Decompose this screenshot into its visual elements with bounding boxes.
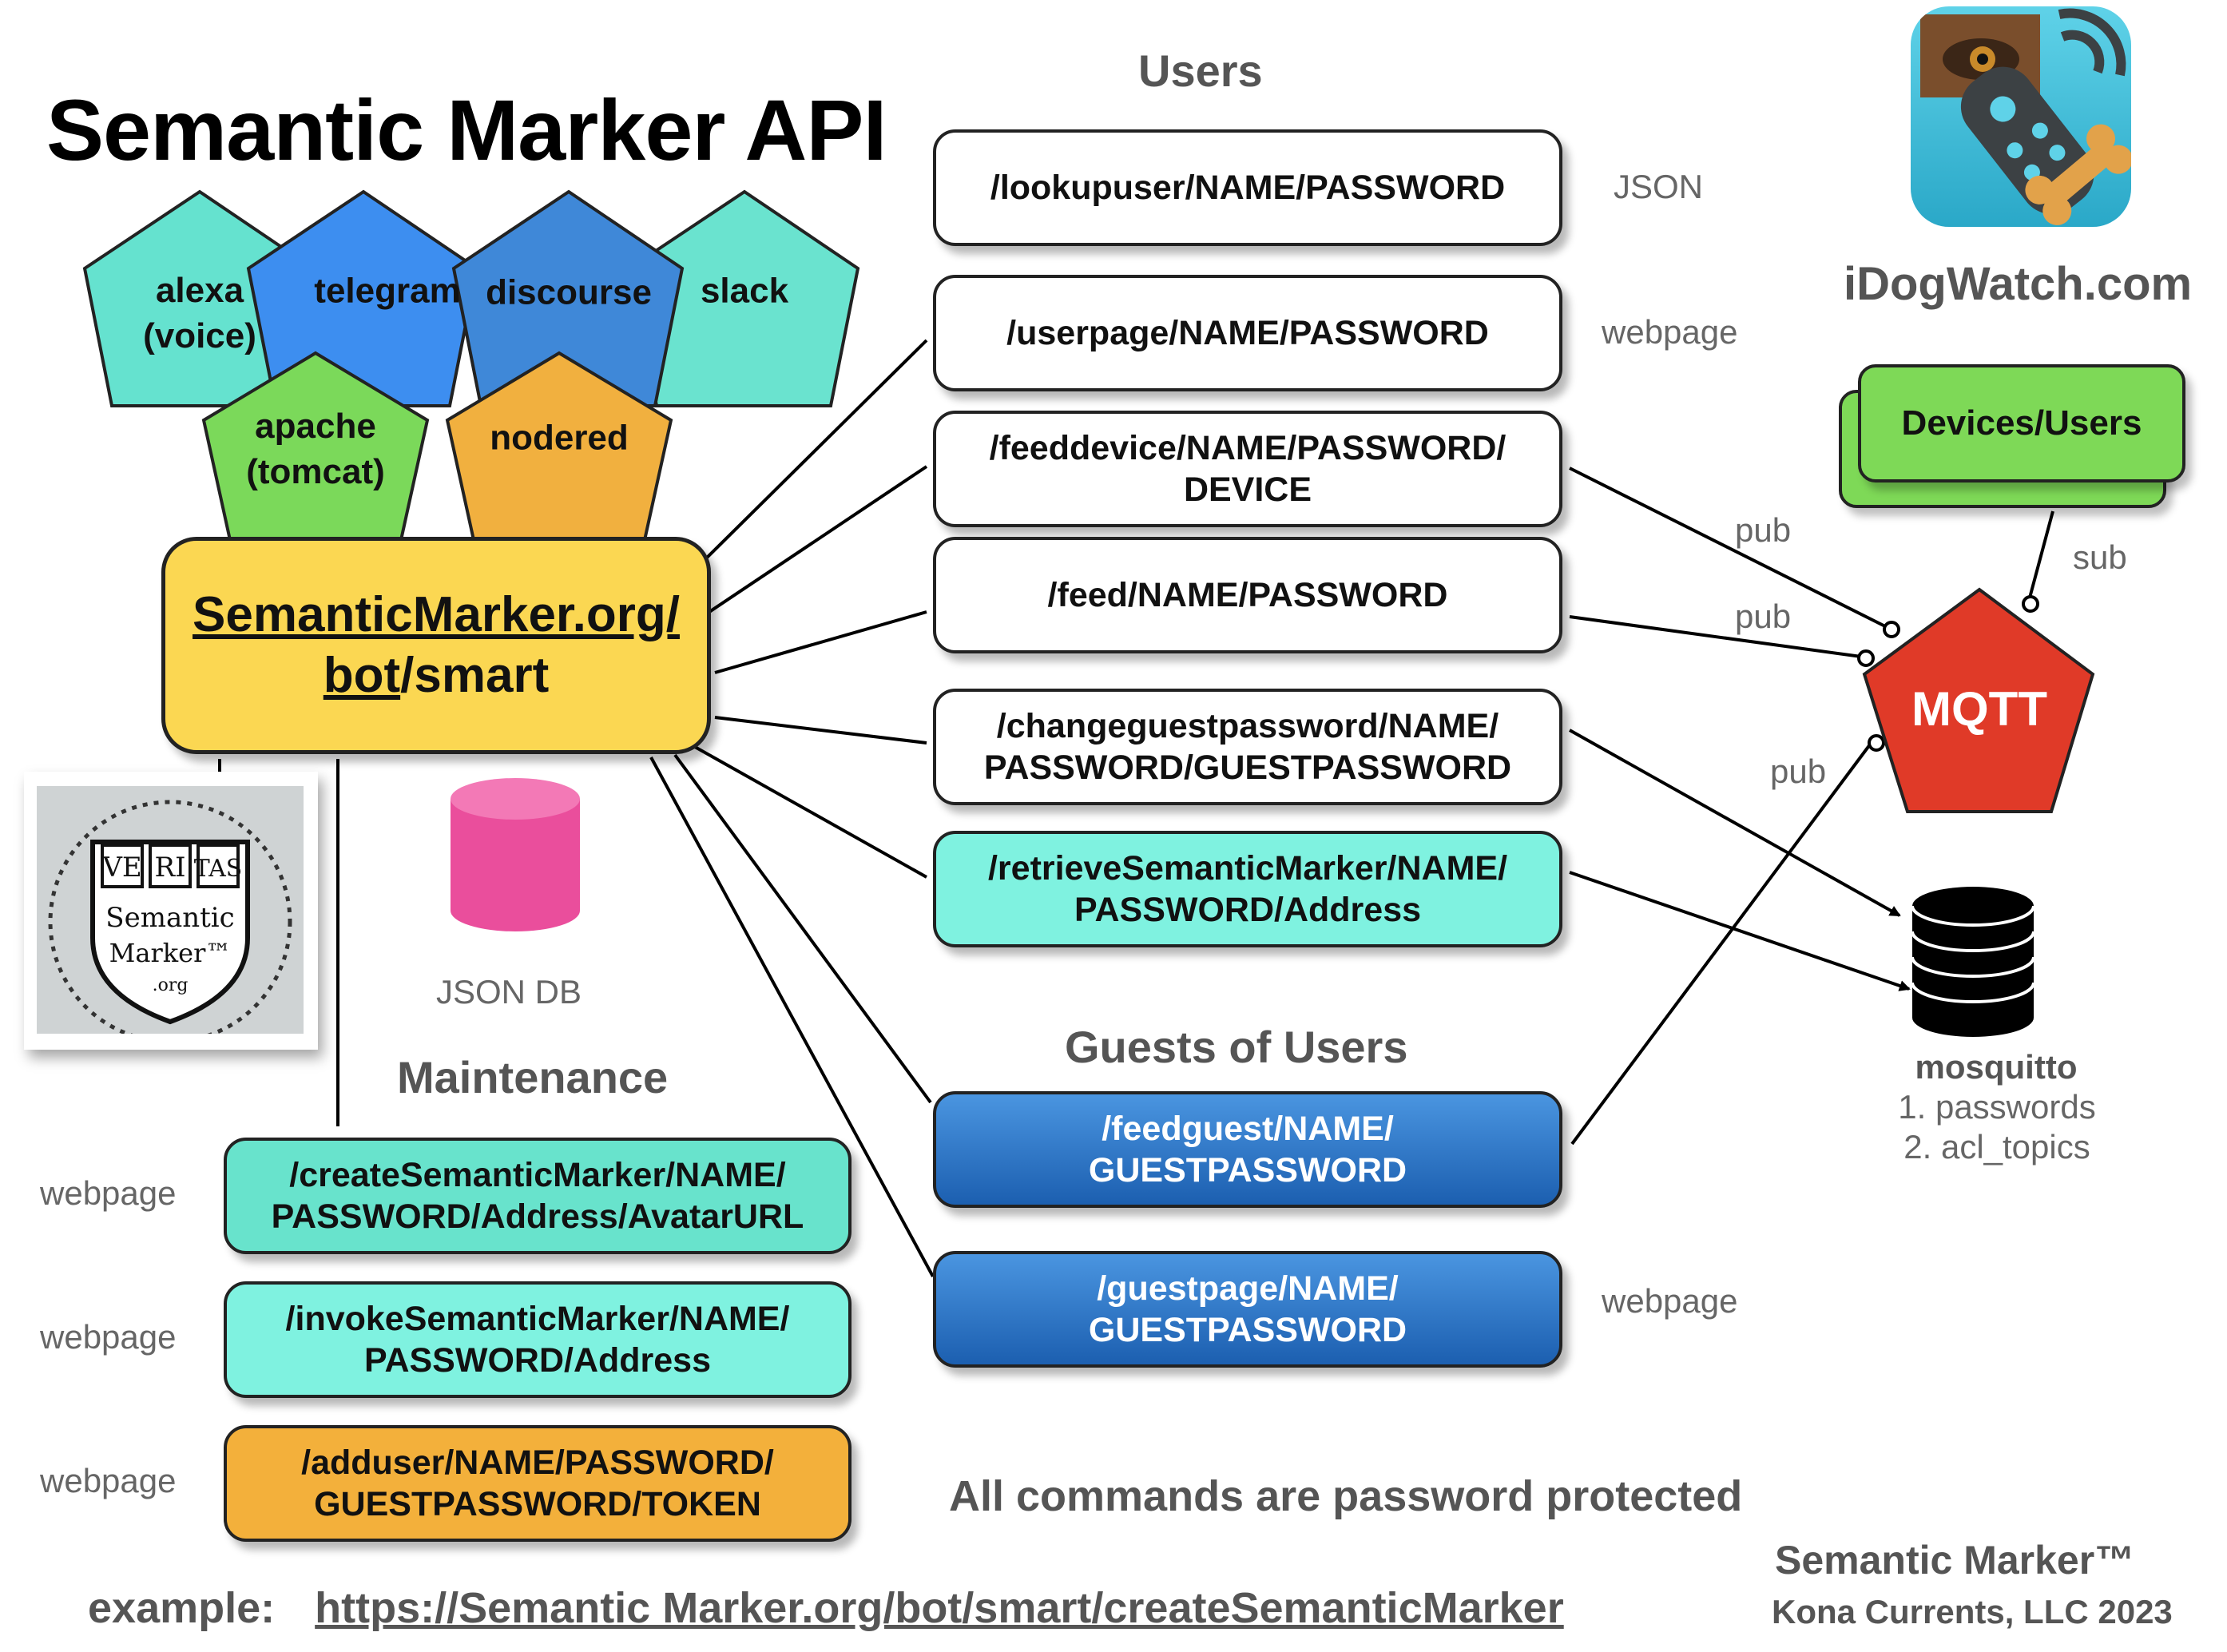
cmd-feedguest[interactable]: /feedguest/NAME/ GUESTPASSWORD — [933, 1091, 1562, 1208]
cmd-feeddevice[interactable]: /feeddevice/NAME/PASSWORD/ DEVICE — [933, 411, 1562, 527]
bot-endpoint-box[interactable]: SemanticMarker.org/ bot/smart — [161, 537, 711, 754]
note-lookupuser: JSON — [1614, 168, 1704, 205]
edge-label-sub: sub — [2073, 538, 2127, 576]
mosquitto-item-passwords: 1. passwords — [1898, 1088, 2096, 1126]
mqtt-label: MQTT — [1911, 682, 2047, 736]
note-invokesemanticmarker: webpage — [40, 1318, 177, 1356]
edge-bot-feeddevice — [705, 465, 928, 615]
note-adduser: webpage — [40, 1462, 177, 1499]
port-feed — [1857, 649, 1875, 667]
platform-label-nodered: nodered — [490, 418, 629, 458]
edge-changeguest-mosquitto — [1569, 729, 1901, 917]
example-url-link[interactable]: https://Semantic Marker.org/bot/smart/cr… — [315, 1584, 1564, 1632]
note-guestpage: webpage — [1602, 1282, 1738, 1320]
mosquitto-database-icon — [1911, 887, 2035, 1037]
database-icon — [451, 778, 580, 931]
idogwatch-app-icon — [1911, 6, 2131, 227]
edge-bot-guestpage — [649, 757, 935, 1277]
platform-label-slack: slack — [700, 271, 789, 311]
edge-bot-changeguest — [714, 716, 927, 745]
mosquitto-item-acl: 2. acl_topics — [1903, 1128, 2090, 1166]
platform-label-telegram: telegram — [314, 271, 461, 311]
devices-users-box[interactable]: Devices/Users — [1858, 364, 2185, 482]
edge-bot-feed — [714, 610, 927, 674]
example-line: example: https://Semantic Marker.org/bot… — [88, 1583, 1564, 1633]
crest-icon: VE RI TAS Semantic Marker™ .org — [48, 800, 292, 1044]
cmd-changeguestpassword[interactable]: /changeguestpassword/NAME/ PASSWORD/GUES… — [933, 689, 1562, 805]
logo-text-ve: VE — [101, 852, 141, 884]
edge-label-pub-feed: pub — [1735, 598, 1792, 635]
cmd-userpage[interactable]: /userpage/NAME/PASSWORD — [933, 275, 1562, 391]
port-feeddevice — [1883, 621, 1900, 638]
edge-label-pub-feedguest: pub — [1770, 753, 1827, 790]
cmd-adduser[interactable]: /adduser/NAME/PASSWORD/ GUESTPASSWORD/TO… — [224, 1425, 852, 1542]
edge-bot-retrieve — [694, 745, 927, 879]
cmd-guestpage[interactable]: /guestpage/NAME/ GUESTPASSWORD — [933, 1251, 1562, 1368]
platform-label-discourse: discourse — [486, 272, 652, 312]
edge-devices-mqtt — [2027, 510, 2054, 602]
logo-text-ri: RI — [154, 852, 185, 884]
logo-text-tas: TAS — [194, 855, 243, 883]
cmd-lookupuser[interactable]: /lookupuser/NAME/PASSWORD — [933, 129, 1562, 246]
guests-heading: Guests of Users — [1065, 1022, 1408, 1072]
cmd-createsemanticmarker[interactable]: /createSemanticMarker/NAME/ PASSWORD/Add… — [224, 1138, 852, 1254]
logo-image: VE RI TAS Semantic Marker™ .org — [37, 786, 304, 1044]
note-createsemanticmarker: webpage — [40, 1174, 177, 1212]
mosquitto-name: mosquitto — [1915, 1048, 2078, 1086]
cmd-feed[interactable]: /feed/NAME/PASSWORD — [933, 537, 1562, 653]
bot-endpoint-link[interactable]: SemanticMarker.org/ — [193, 587, 680, 643]
bot-path-link[interactable]: bot — [323, 648, 401, 703]
remote-control-icon — [1920, 8, 2131, 225]
example-prefix: example: — [88, 1584, 276, 1632]
brand-name: iDogWatch.com — [1844, 258, 2193, 310]
edge-retrieve-mosquitto — [1569, 871, 1911, 991]
edge-feedguest-mqtt — [1570, 740, 1874, 1146]
logo-text-org: .org — [153, 975, 189, 995]
edge-label-pub-feeddevice: pub — [1735, 511, 1792, 549]
mqtt-shape — [1862, 587, 2095, 813]
cmd-invokesemanticmarker[interactable]: /invokeSemanticMarker/NAME/ PASSWORD/Add… — [224, 1281, 852, 1398]
edge-bot-userpage — [705, 339, 928, 559]
edge-feeddevice-mqtt — [1569, 467, 1888, 629]
note-userpage: webpage — [1602, 313, 1738, 351]
port-feedguest — [1868, 734, 1885, 752]
password-protected-note: All commands are password protected — [949, 1472, 1743, 1520]
edge-feed-mqtt — [1569, 615, 1862, 658]
maintenance-heading: Maintenance — [397, 1052, 669, 1102]
company-text: Kona Currents, LLC 2023 — [1772, 1593, 2173, 1630]
json-db-label: JSON DB — [436, 973, 582, 1011]
logo-text-marker: Marker™ — [109, 938, 232, 968]
platform-label-alexa: alexa (voice) — [143, 270, 256, 355]
trademark-text: Semantic Marker™ — [1775, 1538, 2135, 1583]
port-devices — [2022, 595, 2039, 613]
bot-path-rest: /smart — [400, 648, 550, 703]
cmd-retrievesemanticmarker[interactable]: /retrieveSemanticMarker/NAME/ PASSWORD/A… — [933, 831, 1562, 947]
platform-label-apache: apache (tomcat) — [246, 406, 385, 491]
page-title: Semantic Marker API — [46, 81, 887, 178]
users-heading: Users — [1138, 46, 1263, 96]
logo-text-semantic: Semantic — [105, 902, 234, 934]
edge-bot-feedguest — [673, 753, 932, 1104]
semantic-marker-logo: VE RI TAS Semantic Marker™ .org — [24, 772, 318, 1050]
